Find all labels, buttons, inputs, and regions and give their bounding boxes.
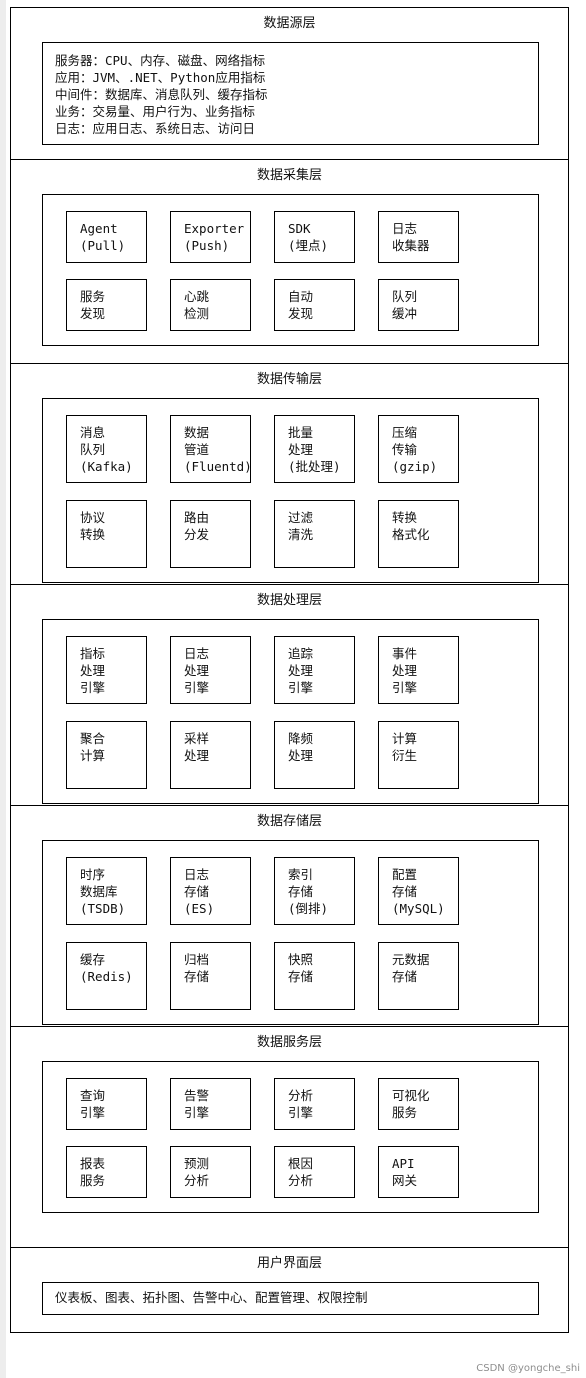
data-source-layer: 数据源层服务器：CPU、内存、磁盘、网络指标应用：JVM、.NET、Python… — [11, 8, 568, 160]
layer-content-box: 服务器：CPU、内存、磁盘、网络指标应用：JVM、.NET、Python应用指标… — [42, 42, 539, 145]
component-box: 缓存 (Redis) — [66, 942, 147, 1010]
component-box: SDK (埋点) — [274, 211, 355, 263]
layer-content-box: 仪表板、图表、拓扑图、告警中心、配置管理、权限控制 — [42, 1282, 539, 1315]
component-box: 指标 处理 引擎 — [66, 636, 147, 704]
component-box: 查询 引擎 — [66, 1078, 147, 1130]
component-box: 路由 分发 — [170, 500, 251, 568]
content-line: 中间件：数据库、消息队列、缓存指标 — [55, 87, 268, 102]
component-box: 报表 服务 — [66, 1146, 147, 1198]
content-line: 业务：交易量、用户行为、业务指标 — [55, 104, 256, 119]
component-box: 快照 存储 — [274, 942, 355, 1010]
component-box: 分析 引擎 — [274, 1078, 355, 1130]
component-box: 元数据 存储 — [378, 942, 459, 1010]
component-box: 降频 处理 — [274, 721, 355, 789]
layer-title: 数据存储层 — [256, 814, 322, 829]
layer-title: 数据服务层 — [256, 1035, 322, 1050]
architecture-diagram: 数据源层服务器：CPU、内存、磁盘、网络指标应用：JVM、.NET、Python… — [10, 7, 569, 1333]
component-box: Agent (Pull) — [66, 211, 147, 263]
component-grid-box: 指标 处理 引擎日志 处理 引擎追踪 处理 引擎事件 处理 引擎聚合 计算采样 … — [42, 619, 539, 804]
component-grid-box: 时序 数据库 (TSDB) 日志 存储 (ES) 索引 存储 (倒排) 配置 存储 (… — [42, 840, 539, 1025]
component-box: 索引 存储 (倒排) — [274, 857, 355, 925]
component-box: 追踪 处理 引擎 — [274, 636, 355, 704]
component-box: 压缩 传输 (gzip) — [378, 415, 459, 483]
component-box: 批量 处理 (批处理) — [274, 415, 355, 483]
component-box: 告警 引擎 — [170, 1078, 251, 1130]
layer-title: 数据源层 — [263, 16, 316, 31]
content-lines: 服务器：CPU、内存、磁盘、网络指标应用：JVM、.NET、Python应用指标… — [55, 52, 268, 137]
content-line: 仪表板、图表、拓扑图、告警中心、配置管理、权限控制 — [55, 1290, 368, 1305]
data-service-layer: 数据服务层查询 引擎告警 引擎分析 引擎可视化 服务报表 服务预测 分析根因 分… — [11, 1027, 568, 1248]
data-storage-layer: 数据存储层时序 数据库 (TSDB) 日志 存储 (ES) 索引 存储 (倒排) 配置… — [11, 806, 568, 1027]
component-box: 计算 衍生 — [378, 721, 459, 789]
component-box: 自动 发现 — [274, 279, 355, 331]
component-box: 心跳 检测 — [170, 279, 251, 331]
component-grid-box: 消息 队列 (Kafka) 数据 管道 (Fluentd) 批量 处理 (批处理) 压… — [42, 398, 539, 583]
component-box: 采样 处理 — [170, 721, 251, 789]
content-line: 应用：JVM、.NET、Python应用指标 — [55, 70, 266, 85]
component-box: 归档 存储 — [170, 942, 251, 1010]
component-box: 日志 存储 (ES) — [170, 857, 251, 925]
content-line: 日志：应用日志、系统日志、访问日 — [55, 121, 256, 136]
content-line: 服务器：CPU、内存、磁盘、网络指标 — [55, 53, 266, 68]
component-box: Exporter (Push) — [170, 211, 251, 263]
component-grid-box: Agent (Pull) Exporter (Push) SDK (埋点) 日志 收集… — [42, 194, 539, 346]
component-box: 配置 存储 (MySQL) — [378, 857, 459, 925]
component-grid-box: 查询 引擎告警 引擎分析 引擎可视化 服务报表 服务预测 分析根因 分析 API … — [42, 1061, 539, 1213]
data-transmission-layer: 数据传输层消息 队列 (Kafka) 数据 管道 (Fluentd) 批量 处理 (… — [11, 364, 568, 585]
component-box: 预测 分析 — [170, 1146, 251, 1198]
component-box: 数据 管道 (Fluentd) — [170, 415, 251, 483]
layer-title: 用户界面层 — [256, 1256, 322, 1271]
watermark: CSDN @yongche_shi — [476, 1363, 580, 1374]
layer-title: 数据传输层 — [256, 372, 322, 387]
component-box: 协议 转换 — [66, 500, 147, 568]
component-box: 聚合 计算 — [66, 721, 147, 789]
component-box: 日志 处理 引擎 — [170, 636, 251, 704]
component-box: 消息 队列 (Kafka) — [66, 415, 147, 483]
component-box: 服务 发现 — [66, 279, 147, 331]
left-margin-strip — [0, 0, 6, 1378]
component-box: 可视化 服务 — [378, 1078, 459, 1130]
component-box: 根因 分析 — [274, 1146, 355, 1198]
component-box: 队列 缓冲 — [378, 279, 459, 331]
component-box: 时序 数据库 (TSDB) — [66, 857, 147, 925]
component-box: 事件 处理 引擎 — [378, 636, 459, 704]
component-box: 日志 收集器 — [378, 211, 459, 263]
layer-title: 数据采集层 — [256, 168, 322, 183]
data-collection-layer: 数据采集层 Agent (Pull) Exporter (Push) SDK (埋点)… — [11, 160, 568, 364]
user-interface-layer: 用户界面层仪表板、图表、拓扑图、告警中心、配置管理、权限控制 — [11, 1248, 568, 1334]
component-box: API 网关 — [378, 1146, 459, 1198]
component-box: 过滤 清洗 — [274, 500, 355, 568]
data-processing-layer: 数据处理层指标 处理 引擎日志 处理 引擎追踪 处理 引擎事件 处理 引擎聚合 … — [11, 585, 568, 806]
layer-title: 数据处理层 — [256, 593, 322, 608]
content-lines: 仪表板、图表、拓扑图、告警中心、配置管理、权限控制 — [55, 1289, 368, 1306]
component-box: 转换 格式化 — [378, 500, 459, 568]
